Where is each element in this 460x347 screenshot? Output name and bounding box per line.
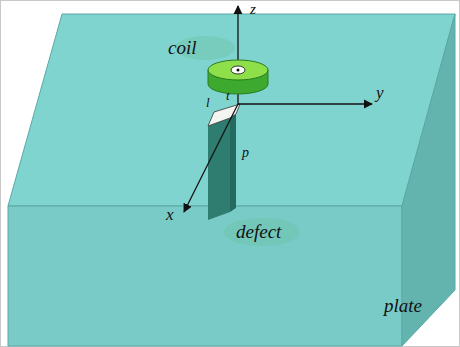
part-label: y — [376, 84, 384, 101]
coil-center — [237, 69, 240, 72]
coil-top — [208, 60, 268, 80]
blotch — [224, 218, 300, 246]
x-axis — [184, 104, 238, 212]
coil-core — [231, 66, 245, 74]
plate-front — [8, 206, 402, 346]
part-label: t — [226, 89, 230, 102]
part-label: l — [206, 96, 210, 109]
part-label: plate — [384, 296, 422, 315]
part-label: coil — [168, 38, 197, 57]
part-label: defect — [236, 222, 281, 241]
part-label: z — [250, 2, 256, 17]
z-axis — [237, 6, 238, 66]
part-label: x — [166, 206, 174, 223]
defect-top — [208, 104, 240, 126]
defect-side — [230, 114, 236, 212]
part-label: p — [242, 146, 249, 160]
y-axis — [238, 103, 372, 104]
defect-front — [208, 118, 230, 220]
